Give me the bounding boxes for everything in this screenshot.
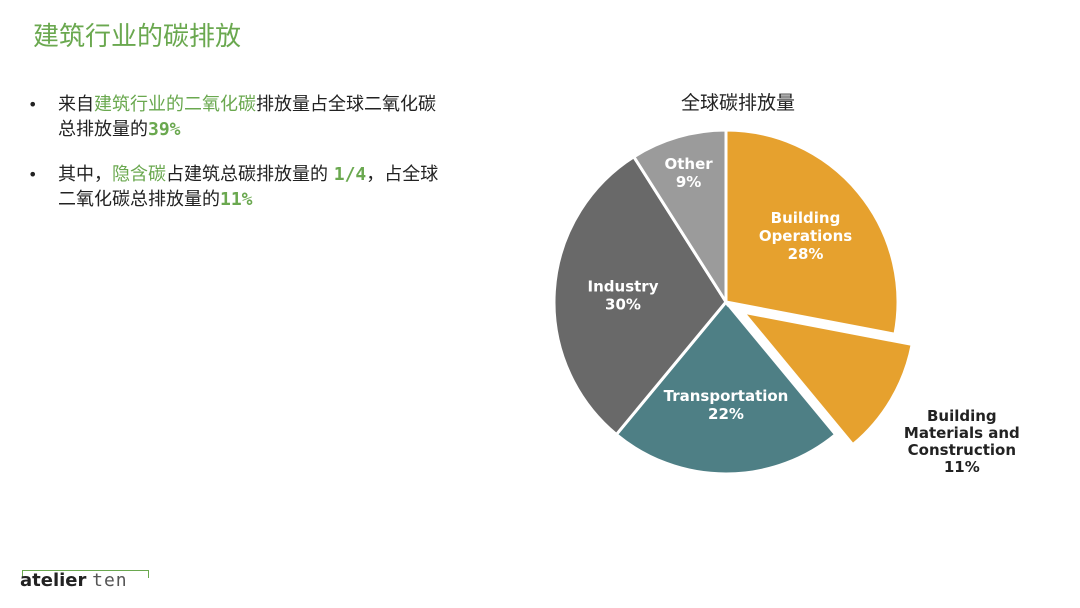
slice-category-label: Materials and <box>904 424 1020 442</box>
bullet-plain-text: 排放量占全球二氧化碳总排放量的 <box>58 94 436 140</box>
brand-logo: atelier ten <box>20 570 128 591</box>
pie-slice <box>631 128 728 308</box>
pie-slice <box>724 128 900 336</box>
slice-category-label: Transportation <box>664 387 789 405</box>
pie-slice <box>739 309 914 447</box>
pie-slice <box>614 299 838 476</box>
bullet-item: • 其中，隐含碳占建筑总碳排放量的 1/4，占全球二氧化碳总排放量的11% <box>28 162 448 212</box>
bullet-dot: • <box>28 165 38 184</box>
slice-category-label: Operations <box>759 227 852 245</box>
slice-category-label: Construction <box>908 441 1016 459</box>
bullet-plain-text: 来自 <box>58 94 94 115</box>
bullet-item: • 来自建筑行业的二氧化碳排放量占全球二氧化碳总排放量的39% <box>28 92 448 142</box>
bullet-highlight-text: 隐含碳 <box>112 164 166 185</box>
slice-value-label: 11% <box>944 458 980 476</box>
slice-category-label: Industry <box>588 278 659 296</box>
slide-title: 建筑行业的碳排放 <box>33 22 242 52</box>
bullet-number: 1/4 <box>333 164 367 185</box>
bullet-list: • 来自建筑行业的二氧化碳排放量占全球二氧化碳总排放量的39% • 其中，隐含碳… <box>28 92 448 232</box>
slice-category-label: Building <box>927 407 997 425</box>
brand-logo-line <box>22 570 149 578</box>
pie-slice <box>552 154 728 437</box>
brand-name-secondary: ten <box>92 570 128 591</box>
bullet-plain-text: 占建筑总碳排放量的 <box>166 164 334 185</box>
slice-value-label: 22% <box>708 405 744 423</box>
bullet-text: 来自建筑行业的二氧化碳排放量占全球二氧化碳总排放量的39% <box>58 92 448 142</box>
bullet-dot: • <box>28 95 38 114</box>
brand-name-primary: atelier <box>20 570 87 591</box>
bullet-highlight-text: 建筑行业的二氧化碳 <box>94 94 256 115</box>
bullet-number: 11% <box>220 189 253 210</box>
bullet-plain-text: ，占全球二氧化碳总排放量的 <box>58 164 439 210</box>
bullet-plain-text: 其中， <box>58 164 112 185</box>
slice-value-label: 28% <box>788 245 824 263</box>
slice-value-label: 9% <box>676 173 701 191</box>
chart-title: 全球碳排放量 <box>681 92 796 114</box>
bullet-text: 其中，隐含碳占建筑总碳排放量的 1/4，占全球二氧化碳总排放量的11% <box>58 162 448 212</box>
slice-category-label: Building <box>771 209 841 227</box>
bullet-number: 39% <box>148 119 181 140</box>
slice-value-label: 30% <box>605 296 641 314</box>
slice-category-label: Other <box>664 155 713 173</box>
